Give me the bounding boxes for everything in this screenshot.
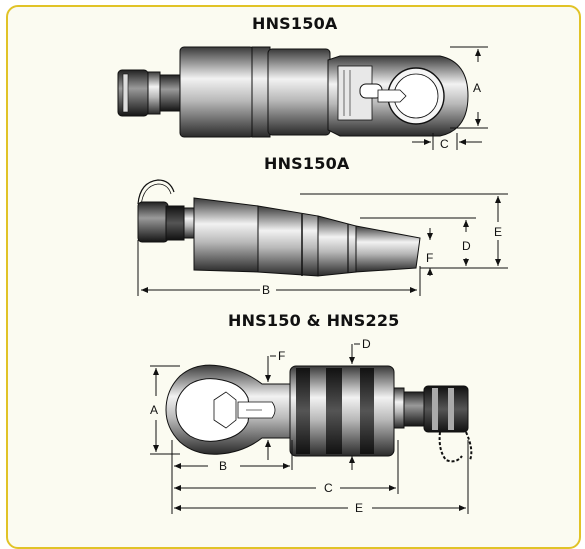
top-dim-a: A — [473, 81, 481, 95]
top-view-dimensions — [412, 46, 488, 150]
bottom-dim-c: C — [324, 481, 333, 495]
bottom-dim-e: E — [355, 501, 363, 515]
bottom-view-dimensions — [150, 343, 469, 514]
bottom-view-tool — [165, 364, 473, 463]
top-dim-c: C — [440, 137, 449, 151]
side-dim-b: B — [262, 283, 270, 297]
bottom-dim-b: B — [219, 459, 227, 473]
side-dim-e: E — [494, 225, 502, 239]
side-dim-d: D — [462, 239, 471, 253]
top-view-title: HNS150A — [252, 14, 338, 33]
side-view-title: HNS150A — [264, 154, 350, 173]
bottom-dim-a: A — [150, 403, 158, 417]
side-view-dimensions — [137, 193, 508, 296]
top-view-tool — [117, 46, 469, 138]
dimension-drawings: A C B D E F — [117, 46, 508, 515]
side-dim-f: F — [426, 251, 433, 265]
bottom-dim-f: F — [278, 349, 285, 363]
bottom-view-title: HNS150 & HNS225 — [228, 311, 400, 330]
side-view-tool — [137, 179, 421, 277]
bottom-dim-d: D — [362, 337, 371, 351]
